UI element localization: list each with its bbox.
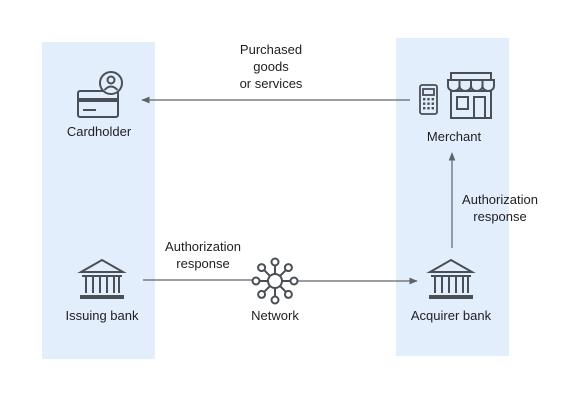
card-terminal-icon <box>419 84 438 115</box>
credit-card-user-icon <box>77 71 123 118</box>
issuing-bank-label: Issuing bank <box>65 308 139 323</box>
cardholder-side-panel <box>42 42 155 359</box>
network-hub-icon <box>251 257 299 305</box>
bank-icon <box>426 258 476 299</box>
cardholder-label: Cardholder <box>66 124 132 139</box>
merchant-label: Merchant <box>426 129 482 144</box>
network-label: Network <box>251 308 299 323</box>
authorization-response-edge-label: Authorization response <box>462 192 538 224</box>
bank-icon <box>77 258 127 299</box>
authorization-response-edge-label: Authorization response <box>165 239 241 271</box>
purchased-goods-edge-label: Purchased goods or services <box>239 42 303 91</box>
acquirer-bank-label: Acquirer bank <box>410 308 492 323</box>
storefront-icon <box>447 72 495 119</box>
